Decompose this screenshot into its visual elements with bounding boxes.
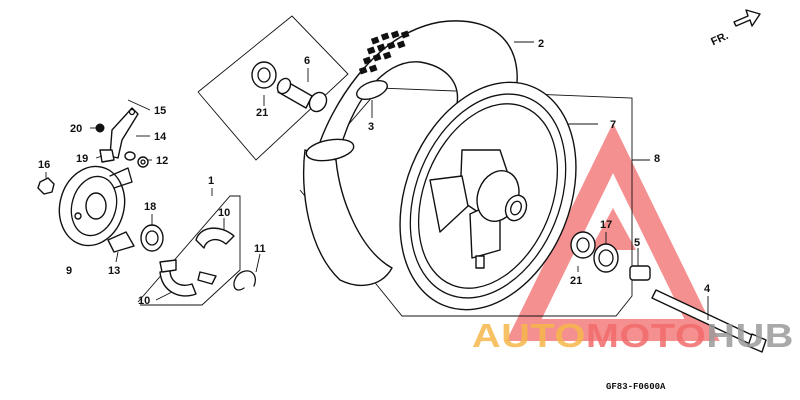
- callout-6: 6: [304, 55, 310, 67]
- cam-13: [107, 231, 135, 253]
- watermark-hub: HUB: [706, 317, 794, 354]
- collar-5: [629, 265, 651, 281]
- brake-shoe-upper: [195, 227, 235, 285]
- brake-panel: [58, 165, 133, 247]
- callout-20: 20: [70, 123, 82, 135]
- rim: [399, 81, 577, 311]
- callout-18: 18: [144, 201, 156, 213]
- callout-13: 13: [108, 265, 120, 277]
- callout-8: 8: [654, 153, 660, 165]
- callout-11: 11: [254, 243, 266, 255]
- arrow-right-icon: [733, 9, 761, 27]
- seal-18: [140, 224, 164, 252]
- brake-arm-15: [109, 107, 139, 159]
- axle-bolt: [651, 289, 767, 353]
- watermark-auto: AUTO: [472, 317, 586, 354]
- callout-5: 5: [634, 237, 640, 249]
- outline-box-axle: [197, 15, 349, 161]
- callout-12: 12: [156, 155, 168, 167]
- callout-16: 16: [38, 159, 50, 171]
- nut-16: [37, 177, 55, 195]
- callout-3: 3: [368, 121, 374, 133]
- callout-labels: 1 2 3 4 5 6 7 8 9 10 10 11 12 13 14 15 1…: [38, 38, 711, 307]
- bolt-20: [95, 123, 105, 133]
- washer-14: [124, 151, 136, 161]
- callout-19: 19: [76, 153, 88, 165]
- diagram-code: GF83-F0600A: [606, 382, 666, 392]
- front-direction-indicator: FR.: [709, 9, 761, 48]
- callout-21-upper: 21: [256, 107, 268, 119]
- nut-12: [137, 156, 149, 168]
- watermark-logo: [506, 122, 720, 341]
- collar-6: [276, 77, 328, 113]
- outline-box-brake-shoes: [137, 195, 241, 306]
- callout-2: 2: [538, 38, 544, 50]
- tire-tread-pattern: [358, 30, 410, 75]
- callout-21-lower: 21: [570, 275, 582, 287]
- indicator-19: [99, 149, 115, 163]
- bearing-lower: [570, 231, 596, 259]
- callout-10-upper: 10: [218, 207, 230, 219]
- callout-14: 14: [154, 131, 167, 143]
- callout-9: 9: [66, 265, 72, 277]
- leader-lines: [45, 41, 709, 320]
- dust-seal-17: [593, 243, 619, 273]
- brake-shoe-lower: [159, 259, 197, 297]
- callout-10-lower: 10: [138, 295, 150, 307]
- spring-11: [233, 270, 256, 291]
- callout-4: 4: [704, 283, 711, 295]
- direction-label: FR.: [709, 30, 730, 48]
- watermark-moto: MOTO: [586, 317, 706, 354]
- callout-7: 7: [610, 119, 616, 131]
- callout-17: 17: [600, 219, 612, 231]
- bearing-upper: [251, 61, 277, 89]
- callout-1: 1: [208, 175, 214, 187]
- callout-15: 15: [154, 105, 166, 117]
